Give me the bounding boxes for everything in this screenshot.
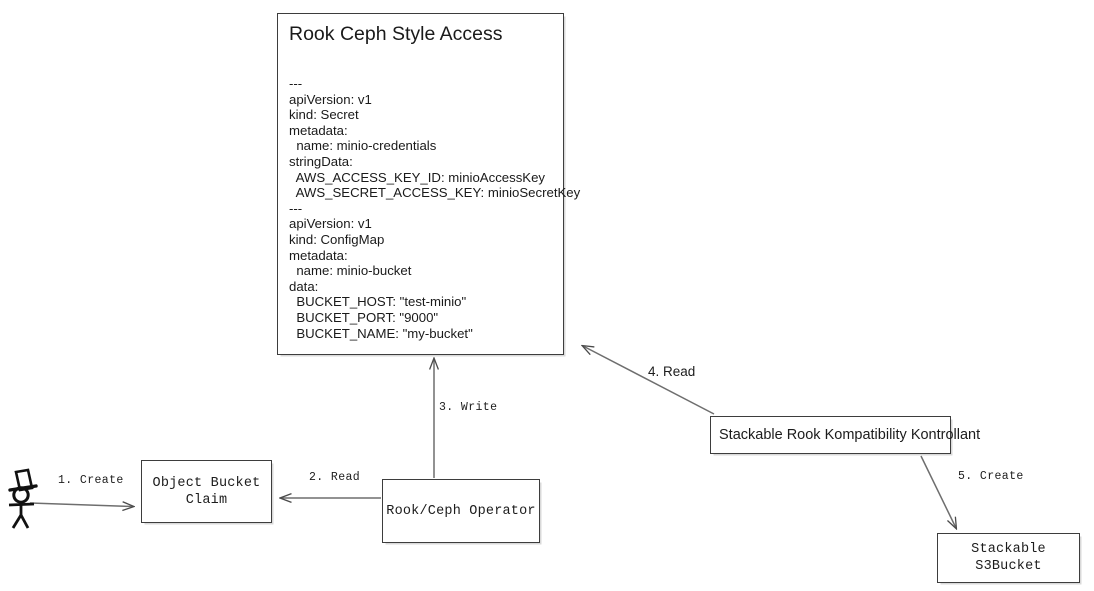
node-rook-ceph-operator-label: Rook/Ceph Operator	[386, 503, 536, 519]
edge-label-1-create: 1. Create	[58, 474, 124, 487]
yaml-card-body: --- apiVersion: v1 kind: Secret metadata…	[289, 76, 581, 341]
node-object-bucket-claim-label: Object Bucket Claim	[153, 475, 261, 509]
node-rook-ceph-operator[interactable]: Rook/Ceph Operator	[382, 479, 540, 543]
edge-label-4-read: 4. Read	[648, 364, 696, 379]
edge-label-2-read: 2. Read	[309, 471, 361, 484]
node-stackable-s3bucket-label: Stackable S3Bucket	[971, 542, 1046, 574]
node-object-bucket-claim[interactable]: Object Bucket Claim	[141, 460, 272, 523]
yaml-manifest-card[interactable]: Rook Ceph Style Access --- apiVersion: v…	[277, 13, 580, 355]
yaml-card-title: Rook Ceph Style Access	[289, 23, 503, 45]
stick-figure-with-top-hat-icon	[8, 468, 38, 529]
obc-label-line-1: Object Bucket	[152, 475, 261, 491]
obc-label-line-2: Claim	[185, 492, 228, 508]
node-stackable-rook-kompatibility-kontrollant[interactable]: Stackable Rook Kompatibility Kontrollant	[710, 416, 980, 454]
connector-4-read	[583, 346, 715, 415]
node-stackable-rook-kompatibility-kontrollant-label: Stackable Rook Kompatibility Kontrollant	[719, 427, 981, 443]
node-stackable-s3bucket[interactable]: Stackable S3Bucket	[937, 533, 1080, 583]
connector-5-create	[920, 455, 956, 528]
edge-label-3-write: 3. Write	[439, 401, 498, 414]
edge-label-5-create: 5. Create	[958, 470, 1024, 483]
